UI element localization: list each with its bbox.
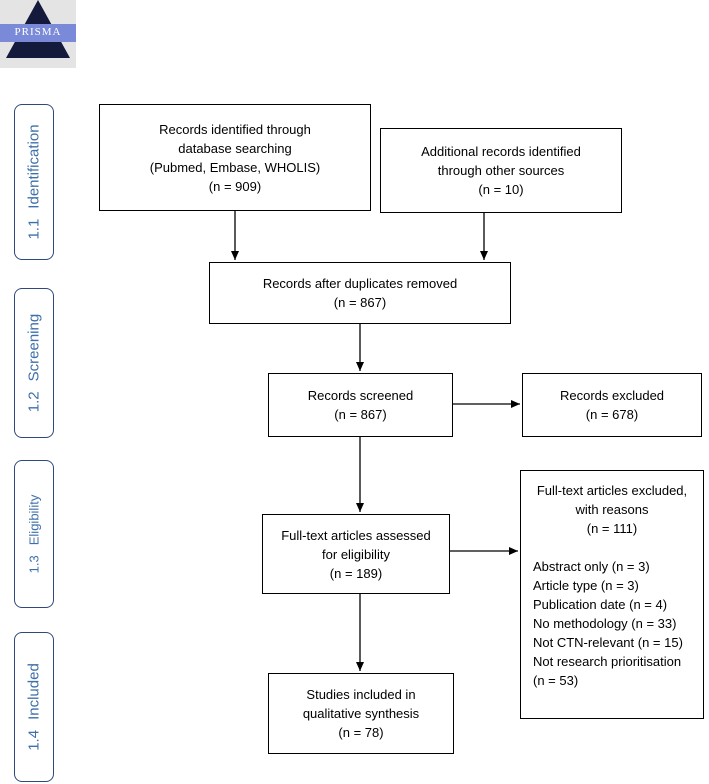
phase-screening: 1.2Screening: [14, 288, 54, 438]
phase-eligibility: 1.3Eligibility: [14, 460, 54, 608]
prisma-logo: PRISMA: [0, 0, 76, 68]
exclusion-reason: (n = 53): [533, 673, 579, 688]
exclusion-reason: No methodology (n = 33): [533, 616, 677, 631]
box-duplicates-removed: Records after duplicates removed (n = 86…: [209, 262, 511, 324]
phase-identification: 1.1Identification: [14, 104, 54, 260]
logo-text: PRISMA: [14, 26, 62, 38]
exclusion-reason: Abstract only (n = 3): [533, 559, 650, 574]
exclusion-reason: Publication date (n = 4): [533, 597, 668, 612]
exclusion-reason: Not research prioritisation: [533, 654, 682, 669]
box-other-sources: Additional records identified through ot…: [380, 128, 622, 213]
logo-band: [0, 24, 76, 42]
box-fulltext-assessed: Full-text articles assessed for eligibil…: [262, 514, 450, 594]
phase-included: 1.4Included: [14, 632, 54, 782]
box-records-screened: Records screened (n = 867): [268, 373, 453, 437]
exclusion-reason: Article type (n = 3): [533, 578, 639, 593]
box-records-excluded: Records excluded (n = 678): [522, 373, 702, 437]
box-studies-included: Studies included in qualitative synthesi…: [268, 673, 454, 754]
exclusion-reason: Not CTN-relevant (n = 15): [533, 635, 683, 650]
box-fulltext-excluded: Full-text articles excluded, with reason…: [520, 470, 704, 719]
box-database-records: Records identified through database sear…: [99, 104, 371, 211]
